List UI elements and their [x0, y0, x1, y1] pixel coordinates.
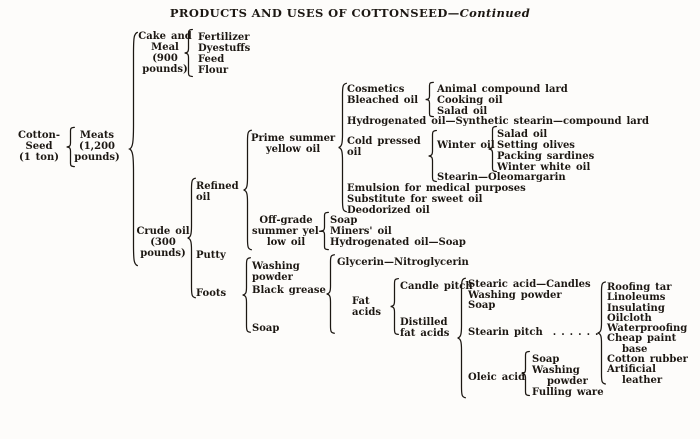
node-glycerin-nitroglycerin: Glycerin—Nitroglycerin	[337, 257, 469, 268]
node-emulsion: Emulsion for medical purposes	[347, 183, 526, 194]
brace-distilled-fat-acids	[457, 277, 466, 399]
node-fat-acids: Fat acids	[352, 296, 381, 318]
node-prime-summer-yellow-oil: Prime summer yellow oil	[251, 133, 336, 155]
node-candle-pitch: Candle pitch	[400, 281, 473, 292]
node-refined-oil: Refined oil	[196, 181, 239, 203]
node-distilled-soap: Soap	[468, 300, 496, 311]
brace-stearin-pitch	[597, 281, 606, 385]
node-putty: Putty	[196, 250, 226, 261]
node-cake-and-meal: Cake and Meal (900 pounds)	[138, 31, 192, 75]
list-off-grade-uses: Soap Miners' oil Hydrogenated oil—Soap	[330, 215, 466, 248]
node-stearin-pitch: Stearin pitch . . . . . .	[468, 327, 599, 338]
node-foots: Foots	[196, 288, 227, 299]
page-title: PRODUCTS AND USES OF COTTONSEED—Continue…	[0, 6, 700, 20]
node-off-grade-oil: Off-grade summer yel- low oil	[252, 215, 323, 248]
brace-crude-oil	[187, 177, 196, 299]
node-meats: Meats (1,200 pounds)	[74, 130, 120, 163]
brace-foots	[242, 257, 251, 333]
node-stearin-oleomargarin: Stearin—Oleomargarin	[437, 172, 566, 183]
brace-bleached-oil	[425, 82, 434, 117]
brace-fat-acids	[390, 278, 399, 335]
node-cold-pressed-oil: Cold pressed oil	[347, 136, 421, 158]
brace-cotton-seed	[66, 127, 75, 167]
brace-off-grade	[320, 212, 329, 250]
node-distilled-fat-acids: Distilled fat acids	[400, 317, 450, 339]
node-distilled-washing-powder: Washing powder	[468, 290, 562, 301]
node-crude-oil: Crude oil (300 pounds)	[136, 226, 190, 259]
brace-prime-summer	[338, 82, 347, 213]
node-stearic-acid-candles: Stearic acid—Candles	[468, 279, 591, 290]
brace-cake-and-meal	[184, 29, 193, 77]
node-black-grease: Black grease	[252, 285, 326, 296]
brace-winter-oil	[488, 126, 497, 172]
brace-oleic-acid	[521, 351, 530, 396]
node-foots-soap: Soap	[252, 323, 280, 334]
node-hydrogenated-oil-chain: Hydrogenated oil—Synthetic stearin—compo…	[347, 116, 650, 127]
node-bleached-oil: Bleached oil	[347, 95, 419, 106]
brace-refined-oil	[243, 129, 252, 251]
node-substitute-sweet-oil: Substitute for sweet oil	[347, 194, 483, 205]
node-deodorized-oil: Deodorized oil	[347, 205, 430, 216]
node-washing-powder: Washing powder	[252, 261, 300, 283]
node-cosmetics: Cosmetics	[347, 84, 405, 95]
list-bleached-oil-uses: Animal compound lard Cooking oil Salad o…	[437, 84, 568, 117]
list-winter-oil-uses: Salad oil Setting olives Packing sardine…	[497, 129, 595, 173]
brace-black-grease	[326, 254, 335, 334]
list-oleic-acid-uses: Soap Washing powder Fulling ware	[532, 354, 604, 398]
node-winter-oil: Winter oil	[437, 140, 495, 151]
brace-meats	[129, 30, 138, 268]
brace-cold-pressed	[428, 130, 437, 182]
node-cotton-seed: Cotton- Seed (1 ton)	[18, 130, 60, 163]
page-title-continued: Continued	[459, 6, 531, 20]
list-cake-meal-uses: Fertilizer Dyestuffs Feed Flour	[198, 32, 251, 76]
list-stearin-pitch-uses: Roofing tar Linoleums Insulating Oilclot…	[607, 282, 688, 386]
node-oleic-acid: Oleic acid	[468, 372, 526, 383]
page-title-main: PRODUCTS AND USES OF COTTONSEED—	[169, 6, 460, 20]
